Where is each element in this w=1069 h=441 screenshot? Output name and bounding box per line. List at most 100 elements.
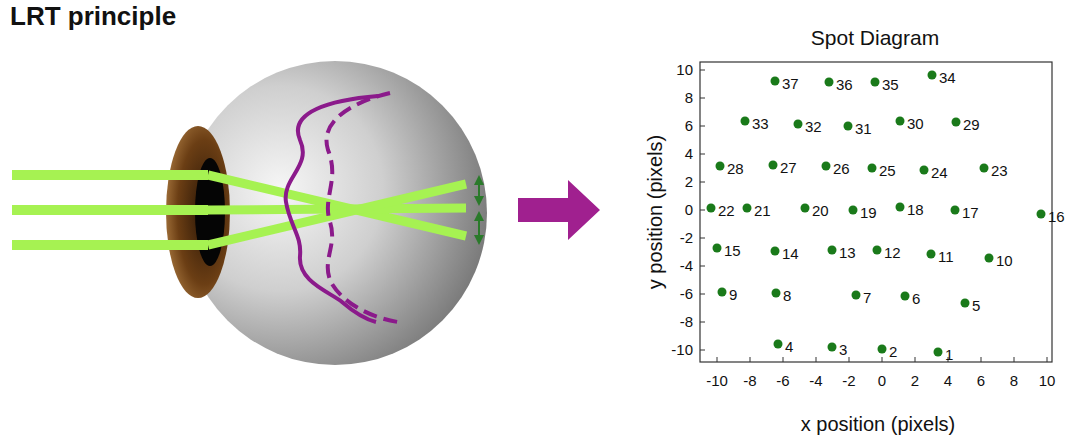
tick-label: 8 <box>1010 373 1018 390</box>
callout-number: 12 <box>884 245 901 262</box>
callout-number: 22 <box>718 203 735 220</box>
tick-label: 4 <box>944 373 952 390</box>
spot-dot <box>927 250 936 259</box>
spot-dot <box>825 78 834 87</box>
callout-number: 29 <box>963 117 980 134</box>
spot-dot <box>771 247 780 256</box>
spot-dots <box>707 71 1046 357</box>
spot-shift-arrow <box>478 180 480 201</box>
tick-label: 10 <box>676 62 693 79</box>
callout-number: 10 <box>996 253 1013 270</box>
spot-dot <box>771 77 780 86</box>
callout-number: 20 <box>812 203 829 220</box>
spot-dot <box>849 206 858 215</box>
spot-dot <box>828 343 837 352</box>
callout-number: 32 <box>805 119 822 136</box>
tick-label: -4 <box>809 373 822 390</box>
callout-number: 36 <box>836 77 853 94</box>
slide-title: LRT principle <box>10 2 176 31</box>
chart-title: Spot Diagram <box>811 26 939 49</box>
spot-shift-arrow <box>478 216 480 240</box>
callout-number: 18 <box>907 202 924 219</box>
spot-dot <box>772 289 781 298</box>
callout-number: 14 <box>782 246 799 263</box>
callout-number: 1 <box>945 347 953 364</box>
spot-dot <box>901 292 910 301</box>
spot-dot <box>828 246 837 255</box>
tick-label: -8 <box>743 373 756 390</box>
spot-dot <box>873 246 882 255</box>
spot-dot <box>878 345 887 354</box>
tick-label: 6 <box>685 118 693 135</box>
axis-title: y position (pixels) <box>644 135 666 290</box>
tick-label: -4 <box>680 258 693 275</box>
callout-number: 33 <box>752 116 769 133</box>
spot-dot <box>741 117 750 126</box>
callout-number: 21 <box>754 203 771 220</box>
callout-number: 26 <box>833 161 850 178</box>
callout-number: 35 <box>882 77 899 94</box>
callout-number: 15 <box>724 243 741 260</box>
spot-dot <box>801 204 810 213</box>
eye-illustration <box>12 61 487 365</box>
spot-dot <box>896 203 905 212</box>
callout-number: 24 <box>931 165 948 182</box>
spot-dot <box>871 78 880 87</box>
spot-dot <box>822 162 831 171</box>
big-arrow <box>518 180 600 240</box>
spot-dot <box>718 288 727 297</box>
callout-number: 16 <box>1048 209 1065 226</box>
spot-dot <box>934 348 943 357</box>
spot-dot <box>774 340 783 349</box>
spot-dot <box>769 161 778 170</box>
callout-number: 6 <box>912 291 920 308</box>
eyeball <box>183 61 487 365</box>
callout-number: 30 <box>907 116 924 133</box>
spot-dot <box>713 244 722 253</box>
tick-label: 10 <box>1039 373 1056 390</box>
tick-label: -6 <box>776 373 789 390</box>
tick-label: 4 <box>685 146 693 163</box>
spot-dot <box>868 164 877 173</box>
tick-label: 2 <box>685 174 693 191</box>
spot-dot <box>961 299 970 308</box>
callout-number: 17 <box>962 205 979 222</box>
reference-wavefront <box>326 93 398 322</box>
spot-dot <box>980 164 989 173</box>
callout-number: 11 <box>938 249 954 266</box>
callout-number: 4 <box>785 339 793 356</box>
spot-dot <box>743 204 752 213</box>
spot-dot <box>952 118 961 127</box>
tick-label: 0 <box>878 373 886 390</box>
wavefront <box>286 96 378 322</box>
tick-label: -8 <box>680 314 693 331</box>
tick-label: -2 <box>680 230 693 247</box>
callout-number: 31 <box>855 121 872 138</box>
tick-label: -10 <box>706 373 728 390</box>
callout-number: 7 <box>863 290 871 307</box>
axis-ticks <box>700 70 1047 362</box>
refracted-beams <box>208 175 466 245</box>
callout-number: 27 <box>780 160 797 177</box>
callout-number: 34 <box>939 70 956 87</box>
tick-label: -6 <box>680 286 693 303</box>
tick-label: -10 <box>671 342 693 359</box>
spot-dot <box>716 162 725 171</box>
callout-number: 3 <box>839 342 847 359</box>
axis-title: x position (pixels) <box>801 413 956 435</box>
spot-dot <box>794 120 803 129</box>
incoming-beams <box>12 170 208 250</box>
spot-dot <box>844 122 853 131</box>
callout-number: 37 <box>782 76 799 93</box>
spot-dot <box>951 206 960 215</box>
callout-number: 23 <box>991 163 1008 180</box>
spot-dot <box>920 166 929 175</box>
callout-number: 13 <box>839 245 856 262</box>
tick-label: 6 <box>977 373 985 390</box>
callout-number: 19 <box>860 205 877 222</box>
callout-number: 8 <box>783 288 791 305</box>
callout-number: 25 <box>879 163 896 180</box>
tick-label: 8 <box>685 90 693 107</box>
tick-label: -2 <box>842 373 855 390</box>
